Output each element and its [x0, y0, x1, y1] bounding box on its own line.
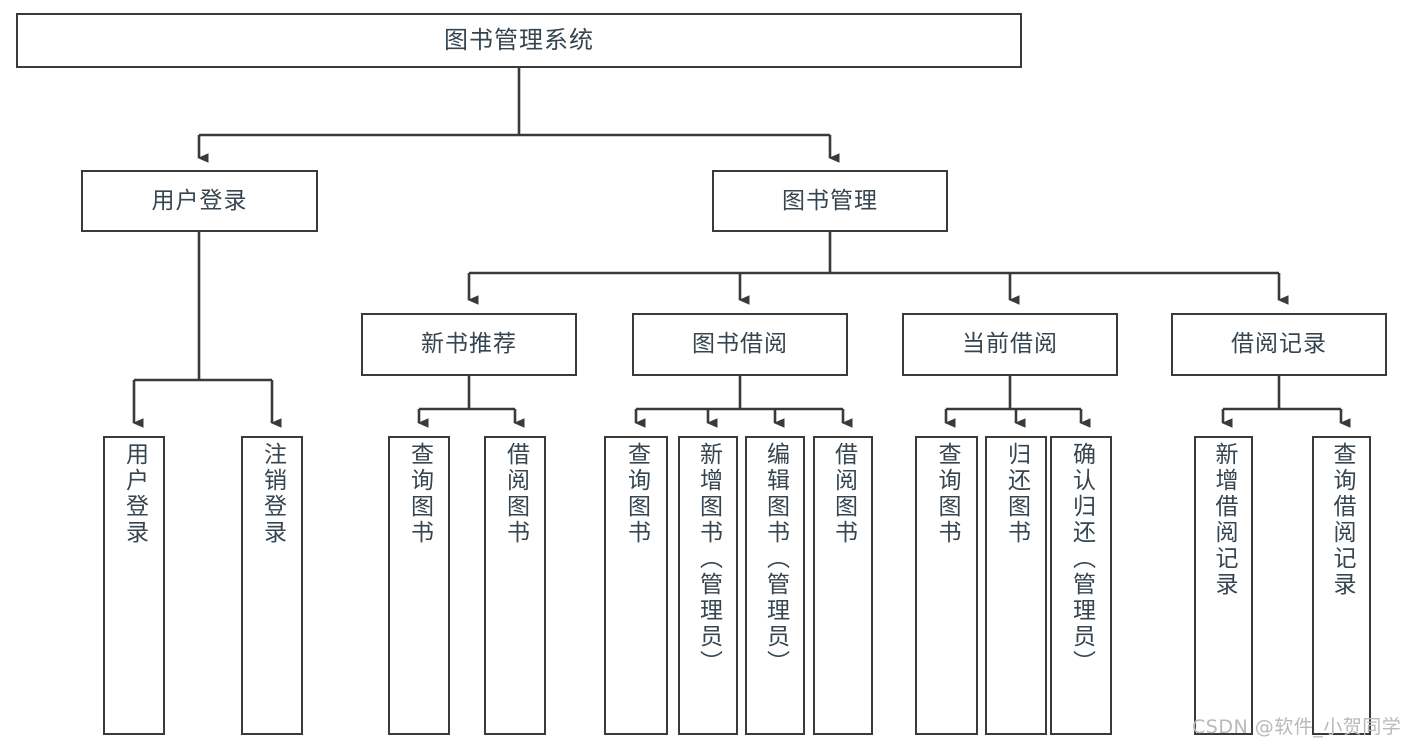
leaf-query-book-borrow[interactable]: 查询图书: [604, 436, 668, 735]
node-label: 借阅图书: [830, 442, 857, 546]
leaf-query-book-current[interactable]: 查询图书: [915, 436, 978, 735]
watermark: CSDN @软件_小贺同学: [1192, 716, 1402, 738]
node-label: 当前借阅: [962, 331, 1058, 358]
node-current-borrow[interactable]: 当前借阅: [902, 313, 1118, 376]
node-label: 归还图书: [1003, 442, 1030, 546]
node-label: 新书推荐: [421, 331, 517, 358]
node-label: 用户登录: [121, 442, 148, 546]
node-book-manage[interactable]: 图书管理: [712, 170, 948, 232]
node-label: 查询借阅记录: [1329, 442, 1355, 598]
node-label: 注销登录: [259, 442, 286, 546]
node-label: 图书管理: [782, 187, 878, 214]
node-book-borrow[interactable]: 图书借阅: [632, 313, 848, 376]
node-new-book-recommendation[interactable]: 新书推荐: [361, 313, 577, 376]
node-root-system[interactable]: 图书管理系统: [16, 13, 1022, 68]
node-user-login[interactable]: 用户登录: [81, 170, 318, 232]
node-borrow-record[interactable]: 借阅记录: [1171, 313, 1387, 376]
node-label: 借阅记录: [1231, 331, 1327, 358]
leaf-query-book-recommendation[interactable]: 查询图书: [388, 436, 450, 735]
leaf-add-book-admin[interactable]: 新增图书（管理员）: [678, 436, 738, 735]
node-label: 查询图书: [406, 442, 433, 546]
leaf-query-borrow-record[interactable]: 查询借阅记录: [1312, 436, 1371, 735]
leaf-add-borrow-record[interactable]: 新增借阅记录: [1194, 436, 1253, 735]
node-label: 借阅图书: [502, 442, 529, 546]
leaf-borrow-book-recommendation[interactable]: 借阅图书: [484, 436, 546, 735]
leaf-user-login[interactable]: 用户登录: [103, 436, 165, 735]
node-label: 查询图书: [934, 442, 960, 546]
node-label: 编辑图书（管理员）: [762, 442, 789, 676]
node-label: 图书管理系统: [444, 25, 594, 54]
leaf-return-book[interactable]: 归还图书: [985, 436, 1047, 735]
leaf-confirm-return-admin[interactable]: 确认归还（管理员）: [1050, 436, 1112, 735]
node-label: 查询图书: [623, 442, 650, 546]
node-label: 新增图书（管理员）: [695, 442, 722, 676]
node-label: 确认归还（管理员）: [1068, 442, 1095, 676]
node-label: 新增借阅记录: [1211, 442, 1237, 598]
leaf-edit-book-admin[interactable]: 编辑图书（管理员）: [745, 436, 805, 735]
leaf-user-logout[interactable]: 注销登录: [241, 436, 303, 735]
leaf-borrow-book[interactable]: 借阅图书: [813, 436, 873, 735]
node-label: 用户登录: [151, 187, 248, 214]
node-label: 图书借阅: [692, 331, 788, 358]
